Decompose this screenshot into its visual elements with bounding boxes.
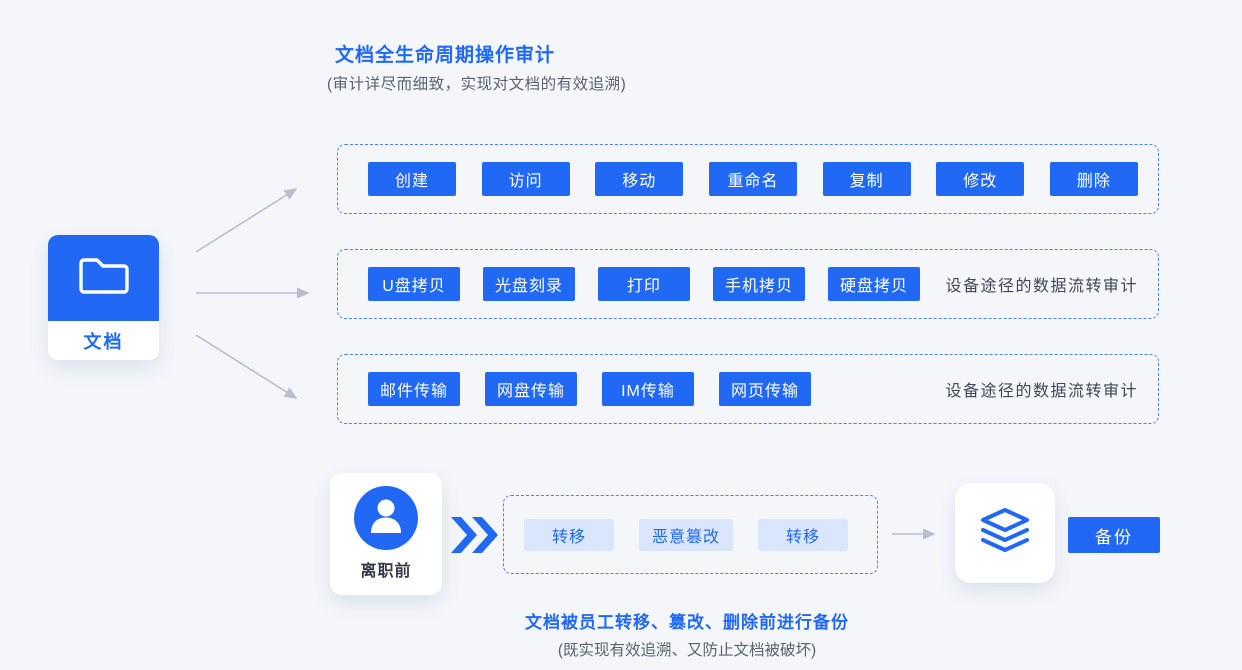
bottom-caption: 文档被员工转移、篡改、删除前进行备份 xyxy=(525,613,849,632)
audit-row-network-channels: 邮件传输 网盘传输 IM传输 网页传输 设备途径的数据流转审计 xyxy=(337,354,1159,424)
device-channel-pill: 光盘刻录 xyxy=(483,267,575,301)
backup-storage-card xyxy=(955,483,1055,583)
row-note: 设备途径的数据流转审计 xyxy=(945,383,1138,400)
operation-pill: 复制 xyxy=(822,162,911,196)
layers-icon xyxy=(978,505,1032,562)
double-chevron-icon xyxy=(451,517,501,559)
page-title: 文档全生命周期操作审计 xyxy=(335,45,556,66)
employee-card: 离职前 xyxy=(330,473,442,595)
network-channel-pill: 网页传输 xyxy=(719,372,811,406)
bottom-caption-sub: (既实现有效追溯、又防止文档被破坏) xyxy=(557,642,817,659)
arrow-to-operations xyxy=(195,188,298,253)
row-note: 设备途径的数据流转审计 xyxy=(945,278,1138,295)
risk-action-chip: 转移 xyxy=(758,518,848,551)
operation-pill: 重命名 xyxy=(708,162,797,196)
risk-action-chip: 转移 xyxy=(524,518,614,551)
audit-row-operations: 创建 访问 移动 重命名 复制 修改 删除 xyxy=(337,144,1159,214)
device-channel-pill: 硬盘拷贝 xyxy=(828,267,920,301)
backup-pill: 备份 xyxy=(1068,517,1160,553)
operation-pill: 创建 xyxy=(368,162,456,196)
page-subtitle: (审计详尽而细致，实现对文档的有效追溯) xyxy=(327,76,627,93)
operation-pill: 移动 xyxy=(595,162,684,196)
arrow-to-network-channels xyxy=(195,334,298,399)
risk-actions-box: 转移 恶意篡改 转移 xyxy=(503,495,878,574)
network-channel-pill: IM传输 xyxy=(602,372,694,406)
operation-pill: 修改 xyxy=(936,162,1025,196)
person-icon xyxy=(368,497,404,540)
operation-pill: 删除 xyxy=(1049,162,1138,196)
document-card: 文档 xyxy=(48,235,159,360)
audit-row-device-channels: U盘拷贝 光盘刻录 打印 手机拷贝 硬盘拷贝 设备途径的数据流转审计 xyxy=(337,249,1159,319)
device-channel-pill: U盘拷贝 xyxy=(368,267,460,301)
operation-pill: 访问 xyxy=(481,162,570,196)
device-channel-pill: 打印 xyxy=(598,267,690,301)
network-channel-pill: 邮件传输 xyxy=(368,372,460,406)
folder-icon xyxy=(76,254,132,303)
network-channel-pill: 网盘传输 xyxy=(485,372,577,406)
risk-action-chip: 恶意篡改 xyxy=(639,518,733,551)
device-channel-pill: 手机拷贝 xyxy=(713,267,805,301)
employee-label: 离职前 xyxy=(360,563,412,580)
document-label: 文档 xyxy=(83,331,124,352)
